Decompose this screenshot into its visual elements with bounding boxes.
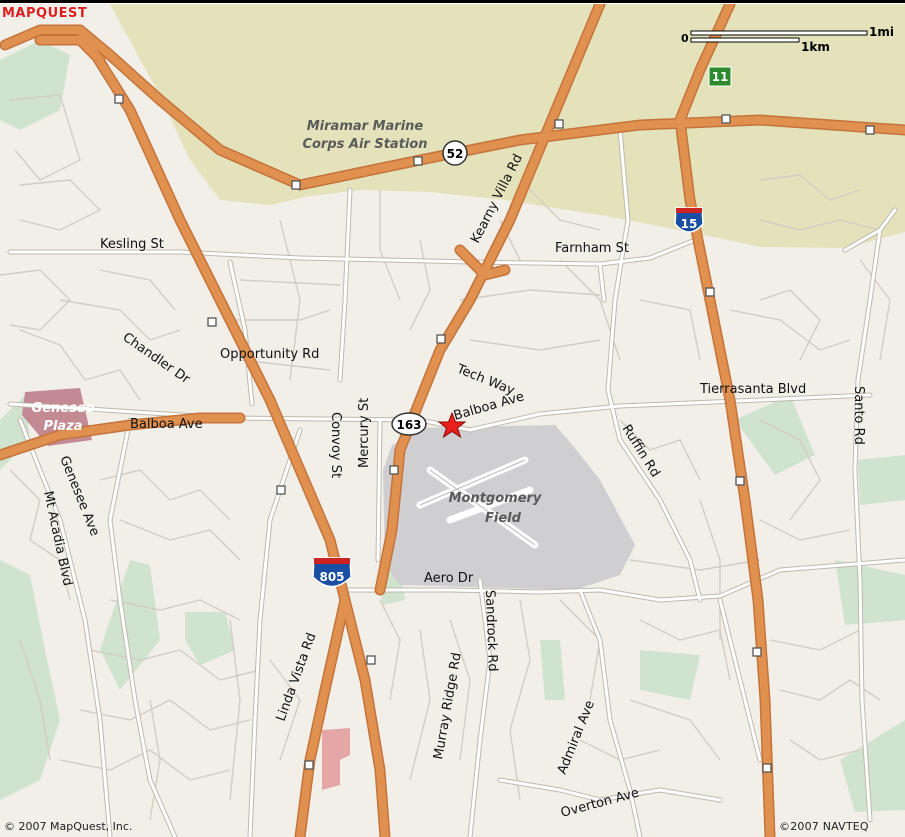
montgomery-label-2: Field — [485, 511, 522, 526]
label-kesling: Kesling St — [100, 237, 164, 252]
major-streets — [7, 127, 905, 837]
montgomery-label-1: Montgomery — [449, 491, 542, 506]
shield-i805: 805 — [312, 557, 352, 588]
top-border — [0, 0, 905, 3]
scale-mile-label: 1mi — [869, 25, 894, 39]
scale-bar: 0 1mi 1km — [681, 25, 894, 54]
highways — [0, 4, 905, 837]
shield-sr52: 52 — [442, 140, 468, 166]
location-star-icon[interactable] — [437, 411, 467, 439]
svg-text:805: 805 — [319, 570, 344, 584]
genesee-plaza-label-2: Plaza — [43, 419, 82, 434]
label-convoy: Convoy St — [328, 412, 343, 478]
label-sandrock: Sandrock Rd — [482, 590, 500, 672]
svg-text:15: 15 — [681, 217, 698, 231]
label-santo: Santo Rd — [851, 386, 866, 445]
scale-km-label: 1km — [801, 40, 830, 54]
copyright-mapquest: © 2007 MapQuest, Inc. — [4, 820, 133, 833]
montgomery-field-area — [383, 425, 635, 590]
miramar-label-1: Miramar Marine — [307, 119, 424, 134]
shield-i15: 15 — [674, 207, 704, 233]
copyright-navteq: ©2007 NAVTEQ — [779, 820, 869, 833]
scale-zero-label: 0 — [681, 32, 689, 45]
label-farnham: Farnham St — [555, 241, 629, 256]
svg-text:52: 52 — [447, 147, 464, 161]
runway-outlines — [419, 459, 536, 546]
shield-sr163: 163 — [391, 412, 427, 436]
map-canvas[interactable]: 0 1mi 1km 52 163 15 805 11 Miramar Marin… — [0, 4, 905, 837]
commercial-area — [322, 728, 350, 790]
interchange-markers — [114, 94, 875, 773]
area-labels: Miramar Marine Corps Air Station Genesee… — [32, 119, 542, 526]
label-tierrasanta: Tierrasanta Blvd — [699, 382, 806, 397]
label-aero: Aero Dr — [424, 571, 474, 586]
label-opportunity: Opportunity Rd — [220, 347, 319, 362]
miramar-label-2: Corps Air Station — [302, 137, 427, 152]
svg-text:11: 11 — [712, 70, 729, 84]
label-mercury: Mercury St — [357, 398, 372, 468]
mapquest-logo[interactable]: MAPQUEST — [2, 6, 88, 21]
minor-streets — [0, 94, 891, 821]
genesee-plaza-label-1: Genesee — [32, 401, 95, 416]
label-balboa-west: Balboa Ave — [130, 417, 203, 432]
exit-sign-11: 11 — [708, 66, 732, 87]
svg-text:163: 163 — [396, 418, 421, 432]
